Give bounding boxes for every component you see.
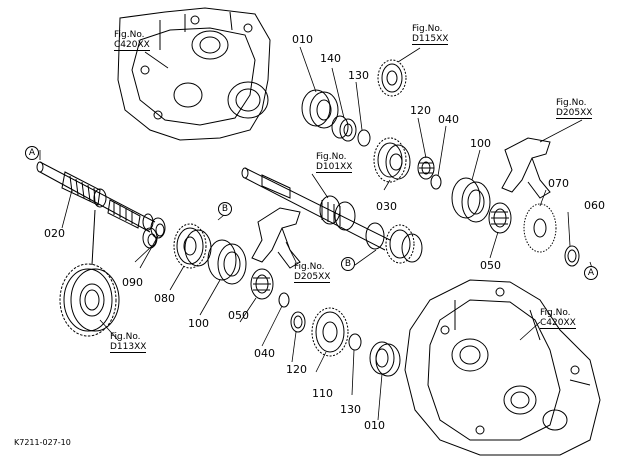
part-label-130-top: 130 bbox=[348, 69, 369, 82]
part-label-110: 110 bbox=[312, 387, 333, 400]
transmission-case-top bbox=[117, 7, 271, 141]
gear-080 bbox=[173, 223, 212, 269]
figref-d205-mid: Fig.No. D205XX bbox=[294, 262, 331, 283]
part-label-070: 070 bbox=[548, 177, 569, 190]
shift-fork-right bbox=[501, 137, 551, 199]
marker-b-mid: B bbox=[218, 202, 232, 216]
part-label-100-right: 100 bbox=[470, 137, 491, 150]
drawing-code: K7211-027-10 bbox=[14, 438, 71, 447]
figref-d205-right: Fig.No. D205XX bbox=[556, 98, 593, 119]
ball-bearing-010-top bbox=[301, 89, 339, 129]
figref-d101: Fig.No. D101XX bbox=[316, 152, 353, 173]
snap-ring-040-top bbox=[430, 174, 442, 190]
needle-bearing-050-right bbox=[488, 202, 512, 234]
part-label-140: 140 bbox=[320, 52, 341, 65]
gear-d115 bbox=[377, 59, 407, 97]
part-label-120-mid: 120 bbox=[286, 363, 307, 376]
part-label-010-top: 010 bbox=[292, 33, 313, 46]
snap-ring-040-mid bbox=[278, 292, 290, 308]
gear-030 bbox=[373, 137, 411, 183]
washer-130-bottom bbox=[348, 333, 362, 351]
part-label-030: 030 bbox=[376, 200, 397, 213]
toothed-washer-070 bbox=[523, 203, 557, 253]
transmission-case-bottom bbox=[404, 279, 601, 456]
part-label-120-top: 120 bbox=[410, 104, 431, 117]
large-gear-d113 bbox=[59, 263, 120, 337]
part-label-020: 020 bbox=[44, 227, 65, 240]
collar-140 bbox=[331, 115, 357, 142]
part-label-050-right: 050 bbox=[480, 259, 501, 272]
part-label-050-mid: 050 bbox=[228, 309, 249, 322]
figref-d115: Fig.No. D115XX bbox=[412, 24, 449, 45]
figref-c420-bottom: Fig.No. C420XX bbox=[540, 308, 576, 329]
needle-bearing-120-top bbox=[417, 156, 435, 180]
part-label-090: 090 bbox=[122, 276, 143, 289]
ball-bearing-010-bottom bbox=[369, 341, 401, 377]
figref-d113: Fig.No. D113XX bbox=[110, 332, 147, 353]
shift-fork-mid bbox=[251, 207, 301, 269]
collar-ring bbox=[142, 213, 154, 231]
main-shaft-left bbox=[36, 161, 156, 233]
synchro-hub-100-right bbox=[451, 177, 491, 223]
part-label-100-mid: 100 bbox=[188, 317, 209, 330]
part-label-010-bottom: 010 bbox=[364, 419, 385, 432]
part-label-060: 060 bbox=[584, 199, 605, 212]
marker-a-left: A bbox=[25, 146, 39, 160]
marker-b-center: B bbox=[341, 257, 355, 271]
marker-a-right: A bbox=[584, 266, 598, 280]
synchro-hub-100-mid bbox=[207, 239, 247, 285]
countershaft-d101 bbox=[241, 167, 423, 264]
needle-bearing-120-mid bbox=[290, 311, 306, 333]
part-label-130-bottom: 130 bbox=[340, 403, 361, 416]
needle-bearing-050-mid bbox=[250, 268, 274, 300]
part-label-080: 080 bbox=[154, 292, 175, 305]
washer-130-top bbox=[357, 129, 371, 147]
ring-060 bbox=[564, 245, 580, 267]
part-label-040-mid: 040 bbox=[254, 347, 275, 360]
leader-lines bbox=[39, 46, 593, 421]
figref-c420-top: Fig.No. C420XX bbox=[114, 30, 150, 51]
part-label-040-top: 040 bbox=[438, 113, 459, 126]
gear-110 bbox=[311, 307, 349, 357]
